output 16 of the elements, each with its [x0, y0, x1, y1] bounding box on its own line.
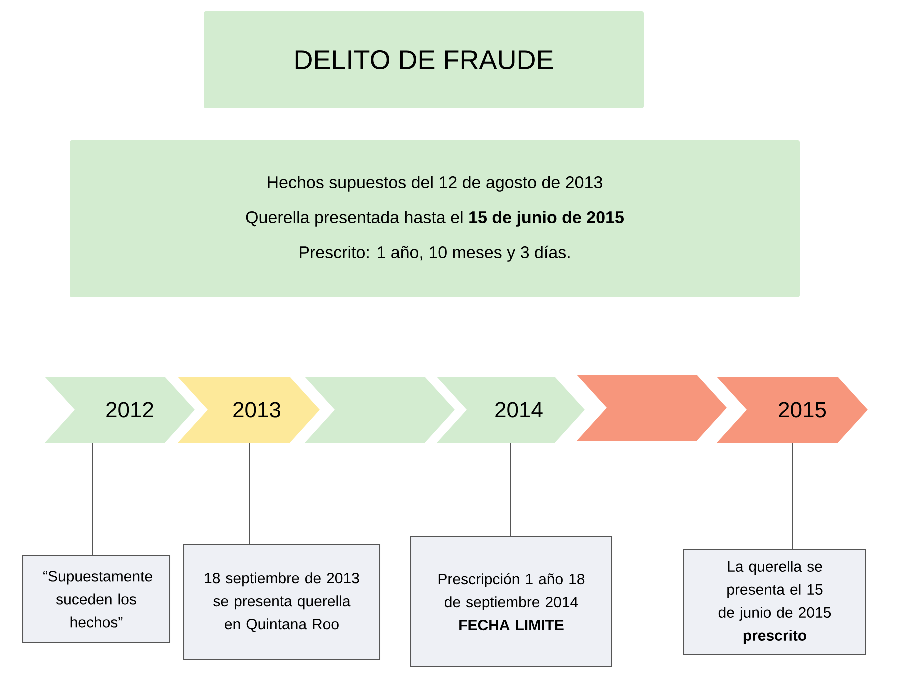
year-segment: 2013	[178, 376, 320, 443]
info-box: Hechos supuestos del 12 de agosto de 2013 Querella presentada hasta el 15 de junio de 2015 Prescrito: 1 año, 10 meses y 3 días.	[70, 140, 800, 298]
connector-line	[92, 442, 94, 556]
timeline-segment	[305, 376, 455, 443]
timeline-segment	[577, 374, 727, 441]
text-box: Prescripción 1 año 18 de septiembre 2014 FECHA LIMITE	[410, 536, 612, 668]
connector-line	[510, 442, 512, 537]
connector-line	[792, 442, 794, 550]
text-box: La querella se presenta el 15 de junio de 2015 prescrito	[684, 549, 866, 656]
title-box: DELITO DE FRAUDE	[204, 12, 644, 108]
text-box: 18 septiembre de 2013 se presenta querella en Quintana Roo	[184, 544, 380, 660]
node-label: 2014	[496, 402, 543, 418]
year-segment: 2015	[717, 376, 868, 443]
year-segment: 2014	[437, 376, 585, 443]
text-box: “Supuestamente suceden los hechos”	[22, 555, 170, 644]
year-segment: 2012	[45, 376, 195, 443]
